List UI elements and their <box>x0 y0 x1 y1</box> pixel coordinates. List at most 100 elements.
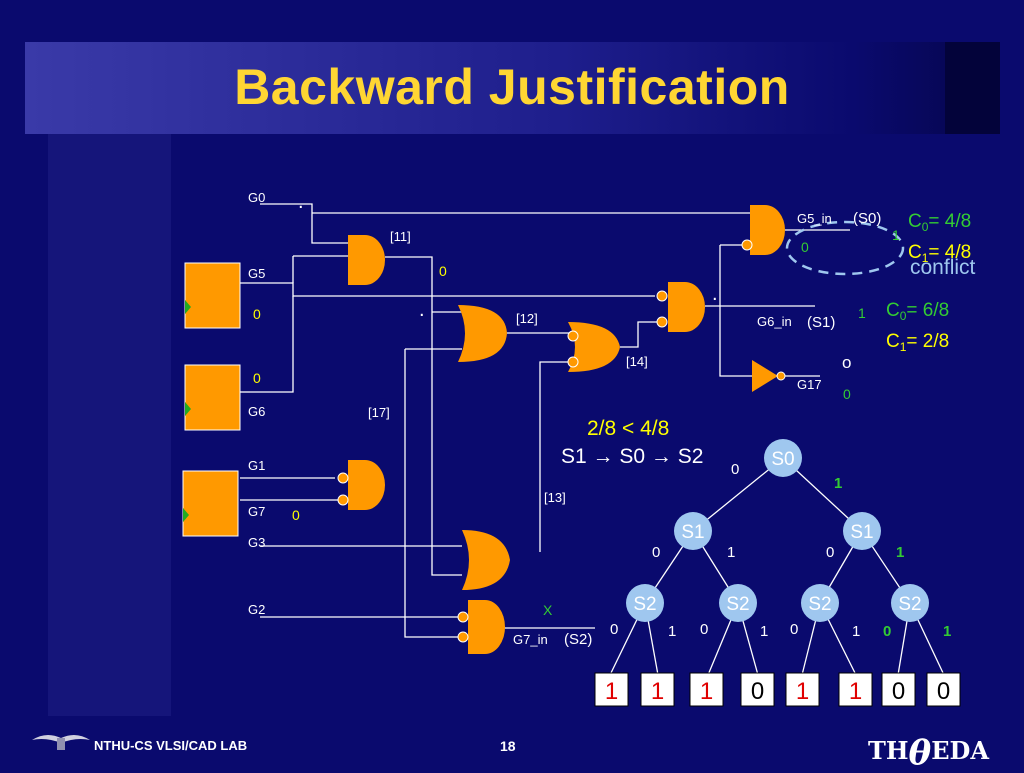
tree-node-l2-2-label: S2 <box>808 594 831 615</box>
label-g6in: G6_in <box>757 314 792 329</box>
value-g5in-1: 1 <box>892 227 900 243</box>
value-g17: 0 <box>843 386 851 402</box>
tree-leaf-box <box>881 672 916 707</box>
value-net11: 0 <box>439 263 447 279</box>
tree-leaf-box <box>689 672 724 707</box>
value-g6: 0 <box>253 370 261 386</box>
wires <box>240 203 850 638</box>
conflict-ellipse <box>785 220 905 276</box>
edge-l1b-0: 0 <box>826 544 834 561</box>
page-number: 18 <box>500 738 516 754</box>
value-g5in-0: 0 <box>801 239 809 255</box>
edge-l1a-0: 0 <box>652 544 660 561</box>
c0-s0-label: C0= 4/8 <box>908 211 971 234</box>
label-g5in: G5_in <box>797 211 832 226</box>
label-s1-tag: (S1) <box>807 314 835 331</box>
tree-node-l2-0-label: S2 <box>633 594 656 615</box>
label-g17-o: o <box>842 353 851 372</box>
gate-13-or <box>462 530 510 590</box>
edge-l2-4: 0 <box>790 621 798 638</box>
gate-14-nor <box>567 322 620 372</box>
edge-l2-6: 0 <box>883 623 891 640</box>
label-net17: [17] <box>368 405 390 420</box>
edge-l1a-1: 1 <box>727 544 735 561</box>
tree-leaf-box <box>838 672 873 707</box>
tree-leaf-value: 1 <box>700 678 713 705</box>
tree-node-l1-right <box>843 512 881 550</box>
tree-node-l2-3-label: S2 <box>898 594 921 615</box>
tree-leaf-value: 1 <box>605 678 618 705</box>
value-g6in: 1 <box>858 305 866 321</box>
tree-node-l2-3 <box>891 584 929 622</box>
gate-11-and <box>348 235 385 285</box>
tree-leaf-value: 1 <box>651 678 664 705</box>
edge-l1b-1: 1 <box>896 544 904 561</box>
label-g5: G5 <box>248 266 265 281</box>
order-label: S1 → S0 → S2 <box>561 445 703 468</box>
compare-label: 2/8 < 4/8 <box>587 417 669 440</box>
edge-l2-5: 1 <box>852 623 860 640</box>
tree-node-root-label: S0 <box>771 449 794 470</box>
tree-leaf-box <box>594 672 629 707</box>
c0-s1-label: C0= 6/8 <box>886 300 949 323</box>
edge-root-1: 1 <box>834 475 842 492</box>
tree-node-l2-0 <box>626 584 664 622</box>
tree-leaf-value: 0 <box>751 678 764 705</box>
edge-l2-1: 1 <box>668 623 676 640</box>
flip-flop-s2 <box>182 470 239 537</box>
gate-g1-and <box>337 460 385 510</box>
edge-l2-2: 0 <box>700 621 708 638</box>
value-g7in-x: X <box>543 602 553 618</box>
label-net12: [12] <box>516 311 538 326</box>
dot-mid: . <box>419 299 425 321</box>
tree-leaves: 1 1 1 0 1 1 0 0 <box>594 672 961 707</box>
label-g1: G1 <box>248 458 265 473</box>
gate-g7in-and <box>457 600 505 654</box>
label-g6: G6 <box>248 404 265 419</box>
label-net11: [11] <box>390 229 411 244</box>
tree-leaf-box <box>740 672 775 707</box>
label-net14: [14] <box>626 354 648 369</box>
flip-flop-s1 <box>184 364 241 431</box>
tree-node-l1-left <box>674 512 712 550</box>
footer-lab-label: NTHU-CS VLSI/CAD LAB <box>94 738 248 753</box>
tree-leaf-value: 0 <box>937 678 950 705</box>
edge-l2-0: 0 <box>610 621 618 638</box>
tree-leaf-value: 1 <box>849 678 862 705</box>
lab-logo-icon <box>32 734 90 750</box>
title-bar <box>25 42 1000 134</box>
tree-leaf-value: 1 <box>796 678 809 705</box>
decision-tree <box>609 457 945 676</box>
theda-logo: THθEDA <box>868 733 989 773</box>
dot-g6in: . <box>712 283 718 305</box>
tree-leaf-value: 0 <box>892 678 905 705</box>
tree-node-l2-1-label: S2 <box>726 594 749 615</box>
tree-node-l1-right-label: S1 <box>850 522 873 543</box>
edge-root-0: 0 <box>731 461 739 478</box>
label-net13: [13] <box>544 490 566 505</box>
value-g5: 0 <box>253 306 261 322</box>
tree-leaf-box <box>785 672 820 707</box>
label-g3: G3 <box>248 535 265 550</box>
label-g0: G0 <box>248 190 265 205</box>
gate-g5in-and <box>741 205 785 255</box>
tree-node-root <box>764 439 802 477</box>
tree-node-l1-left-label: S1 <box>681 522 704 543</box>
flip-flop-s0 <box>184 262 241 329</box>
gate-g6in-and <box>656 282 705 332</box>
label-g17: G17 <box>797 377 822 392</box>
label-s0-tag: (S0) <box>853 210 881 227</box>
slide-title: Backward Justification <box>234 59 790 115</box>
edge-l2-3: 1 <box>760 623 768 640</box>
edge-l2-7: 1 <box>943 623 951 640</box>
dot-g0: . <box>298 191 304 213</box>
tree-leaf-box <box>926 672 961 707</box>
left-decor-column <box>48 134 171 716</box>
c1-s0-label: C1= 4/8 <box>908 242 971 265</box>
label-g2: G2 <box>248 602 265 617</box>
label-g7in: G7_in <box>513 632 548 647</box>
tree-leaf-box <box>640 672 675 707</box>
c1-s1-label: C1= 2/8 <box>886 331 949 354</box>
gate-12-or <box>458 305 507 362</box>
